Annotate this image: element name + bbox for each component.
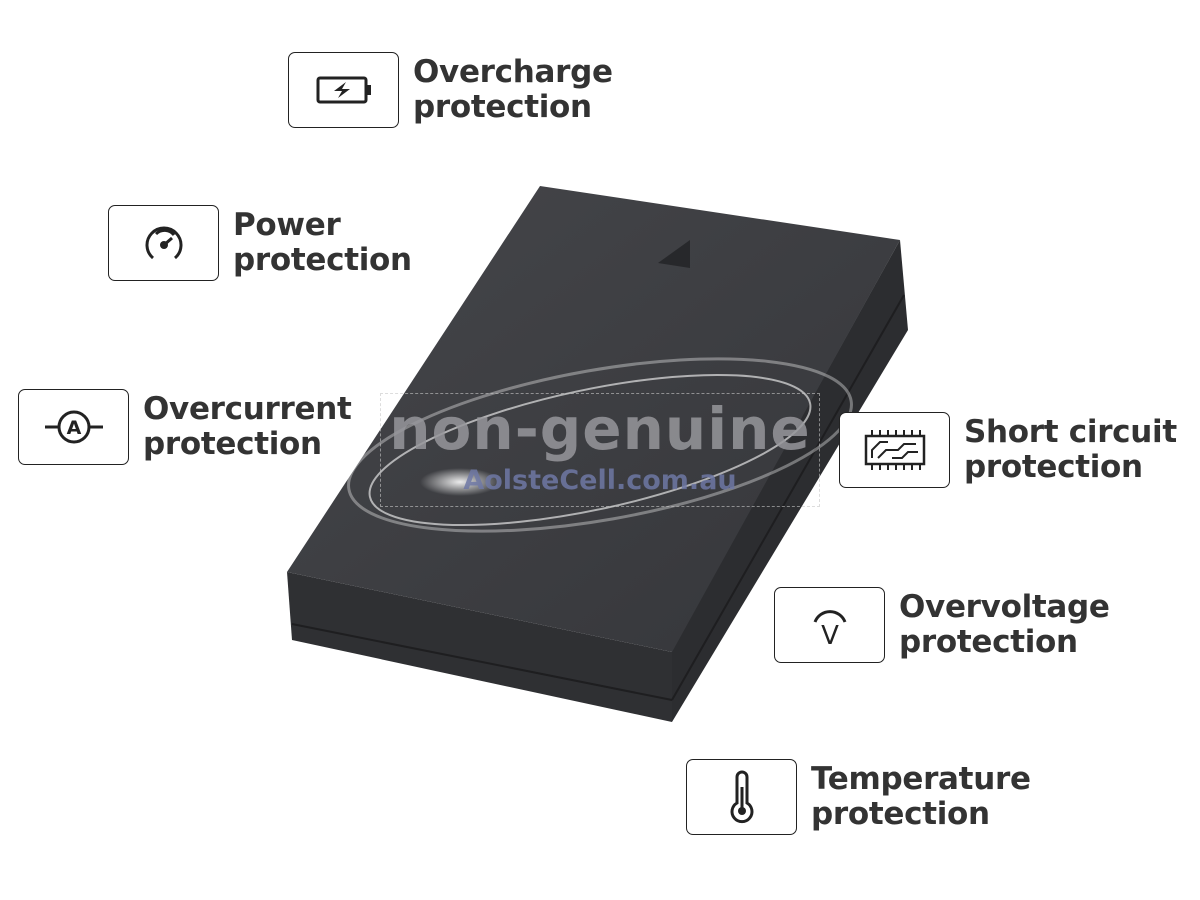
feature-title: Overcharge	[413, 54, 613, 90]
icon-box: A	[18, 389, 129, 465]
icon-box	[108, 205, 219, 281]
battery-top-face	[287, 186, 900, 652]
feature-subtitle: protection	[413, 89, 592, 125]
thermometer-icon	[730, 770, 753, 824]
voltage-icon: V	[813, 610, 846, 650]
icon-box: V	[774, 587, 885, 663]
icon-box	[686, 759, 797, 835]
feature-title: Temperature	[811, 761, 1031, 797]
gauge-icon	[145, 226, 182, 260]
circuit-board-icon	[864, 430, 925, 470]
feature-title: Short circuit	[964, 414, 1177, 450]
feature-subtitle: protection	[899, 624, 1078, 660]
watermark-url: AolsteCell.com.au	[463, 465, 737, 496]
battery-charge-icon	[316, 76, 371, 104]
ammeter-letter: A	[66, 417, 81, 439]
battery-front-face	[287, 572, 672, 722]
feature-title: Power	[233, 207, 341, 243]
voltage-letter: V	[821, 621, 839, 650]
icon-box	[839, 412, 950, 488]
icon-box	[288, 52, 399, 128]
feature-title: Overcurrent	[143, 391, 352, 427]
feature-subtitle: protection	[964, 449, 1143, 485]
feature-subtitle: protection	[143, 426, 322, 462]
feature-title: Overvoltage	[899, 589, 1110, 625]
battery-arrow-mark	[658, 240, 690, 268]
watermark-text: non-genuine	[389, 395, 811, 463]
feature-subtitle: protection	[811, 796, 990, 832]
feature-subtitle: protection	[233, 242, 412, 278]
watermark: non-genuine AolsteCell.com.au	[380, 393, 820, 507]
ammeter-icon: A	[44, 410, 103, 444]
battery-right-face	[672, 240, 908, 722]
